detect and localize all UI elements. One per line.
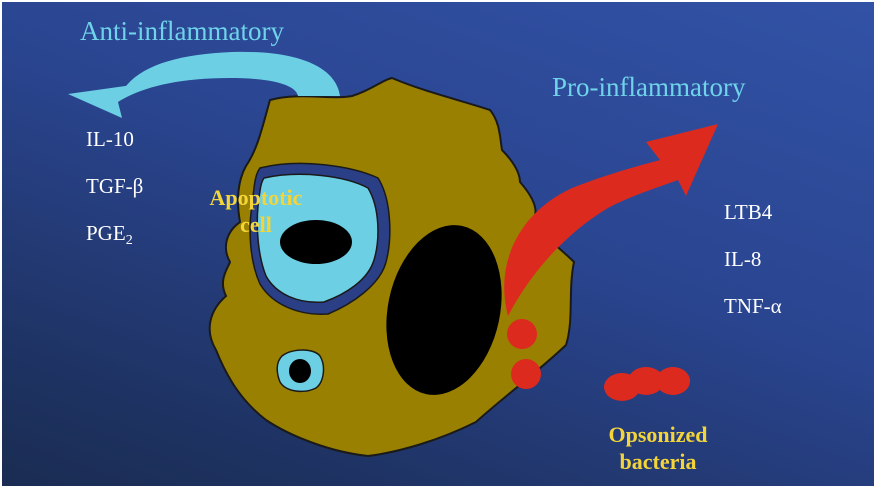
opsonized-bacteria-label: Opsonized bacteria: [588, 421, 728, 475]
cytokine-tnf-alpha: TNF-α: [724, 294, 782, 319]
cytokine-tgf-beta: TGF-β: [86, 174, 143, 199]
apoptotic-cell-label: Apoptotic cell: [196, 184, 316, 238]
engulfed-bacterium-1: [507, 319, 537, 349]
anti-inflammatory-heading: Anti-inflammatory: [80, 16, 284, 47]
opsonized-label-line1: Opsonized: [588, 421, 728, 448]
cytokine-il8: IL-8: [724, 247, 761, 272]
bacterium-c: [656, 367, 690, 395]
apoptotic-label-line1: Apoptotic: [196, 184, 316, 211]
pge-base: PGE: [86, 221, 126, 245]
small-vacuole-core: [289, 359, 311, 383]
engulfed-bacterium-2: [511, 359, 541, 389]
pge-subscript: 2: [126, 233, 133, 248]
cytokine-il10: IL-10: [86, 127, 134, 152]
cytokine-ltb4: LTB4: [724, 200, 772, 225]
pro-inflammatory-heading: Pro-inflammatory: [552, 72, 745, 103]
cytokine-pge2: PGE2: [86, 221, 133, 249]
opsonized-label-line2: bacteria: [588, 448, 728, 475]
apoptotic-label-line2: cell: [196, 211, 316, 238]
